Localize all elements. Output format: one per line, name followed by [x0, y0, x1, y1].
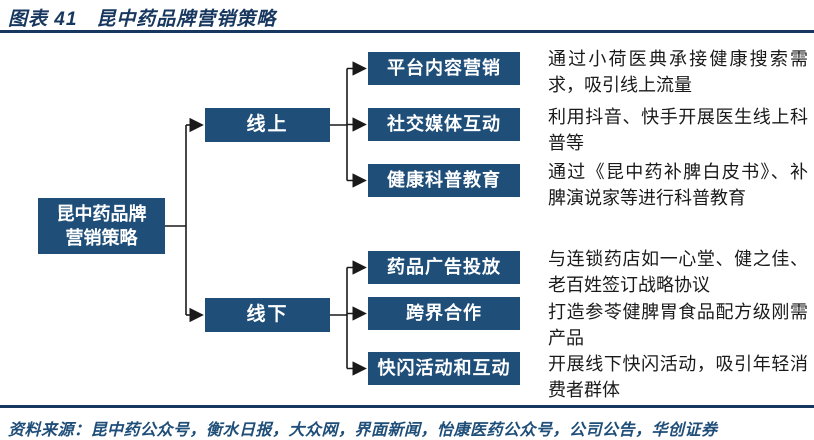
node-branch-offline: 线下 — [205, 298, 330, 332]
desc-social-media-interaction: 利用抖音、快手开展医生线上科普等 — [548, 107, 808, 153]
bottom-divider — [0, 405, 814, 408]
desc-platform-content-marketing: 通过小荷医典承接健康搜索需求，吸引线上流量 — [548, 49, 808, 95]
node-leaf-social-media-interaction: 社交媒体互动 — [368, 108, 520, 141]
node-leaf-health-science-education: 健康科普教育 — [368, 164, 520, 197]
node-branch-online: 线上 — [205, 108, 330, 142]
figure-title: 图表 41 昆中药品牌营销策略 — [8, 9, 277, 30]
desc-crossover-cooperation: 打造参苓健脾胃食品配方级刚需产品 — [548, 302, 808, 348]
node-leaf-crossover-cooperation: 跨界合作 — [368, 297, 520, 330]
top-divider — [0, 30, 814, 33]
desc-drug-ad-placement: 与连锁药店如一心堂、健之佳、老百姓签订战略协议 — [548, 249, 808, 295]
node-root-line1: 昆中药品牌 — [56, 203, 147, 224]
node-leaf-drug-ad-placement: 药品广告投放 — [368, 251, 520, 284]
node-leaf-popup-events: 快闪活动和互动 — [368, 352, 520, 385]
source-note: 资料来源：昆中药公众号，衡水日报，大众网，界面新闻，怡康医药公众号，公司公告，华… — [8, 422, 718, 439]
node-root-brand-strategy: 昆中药品牌 营销策略 — [38, 198, 165, 254]
node-root-line2: 营销策略 — [65, 228, 138, 248]
desc-popup-events: 开展线下快闪活动，吸引年轻消费者群体 — [548, 354, 808, 400]
desc-health-science-education: 通过《昆中药补脾白皮书》、补脾演说家等进行科普教育 — [548, 162, 808, 208]
node-leaf-platform-content-marketing: 平台内容营销 — [368, 52, 520, 85]
